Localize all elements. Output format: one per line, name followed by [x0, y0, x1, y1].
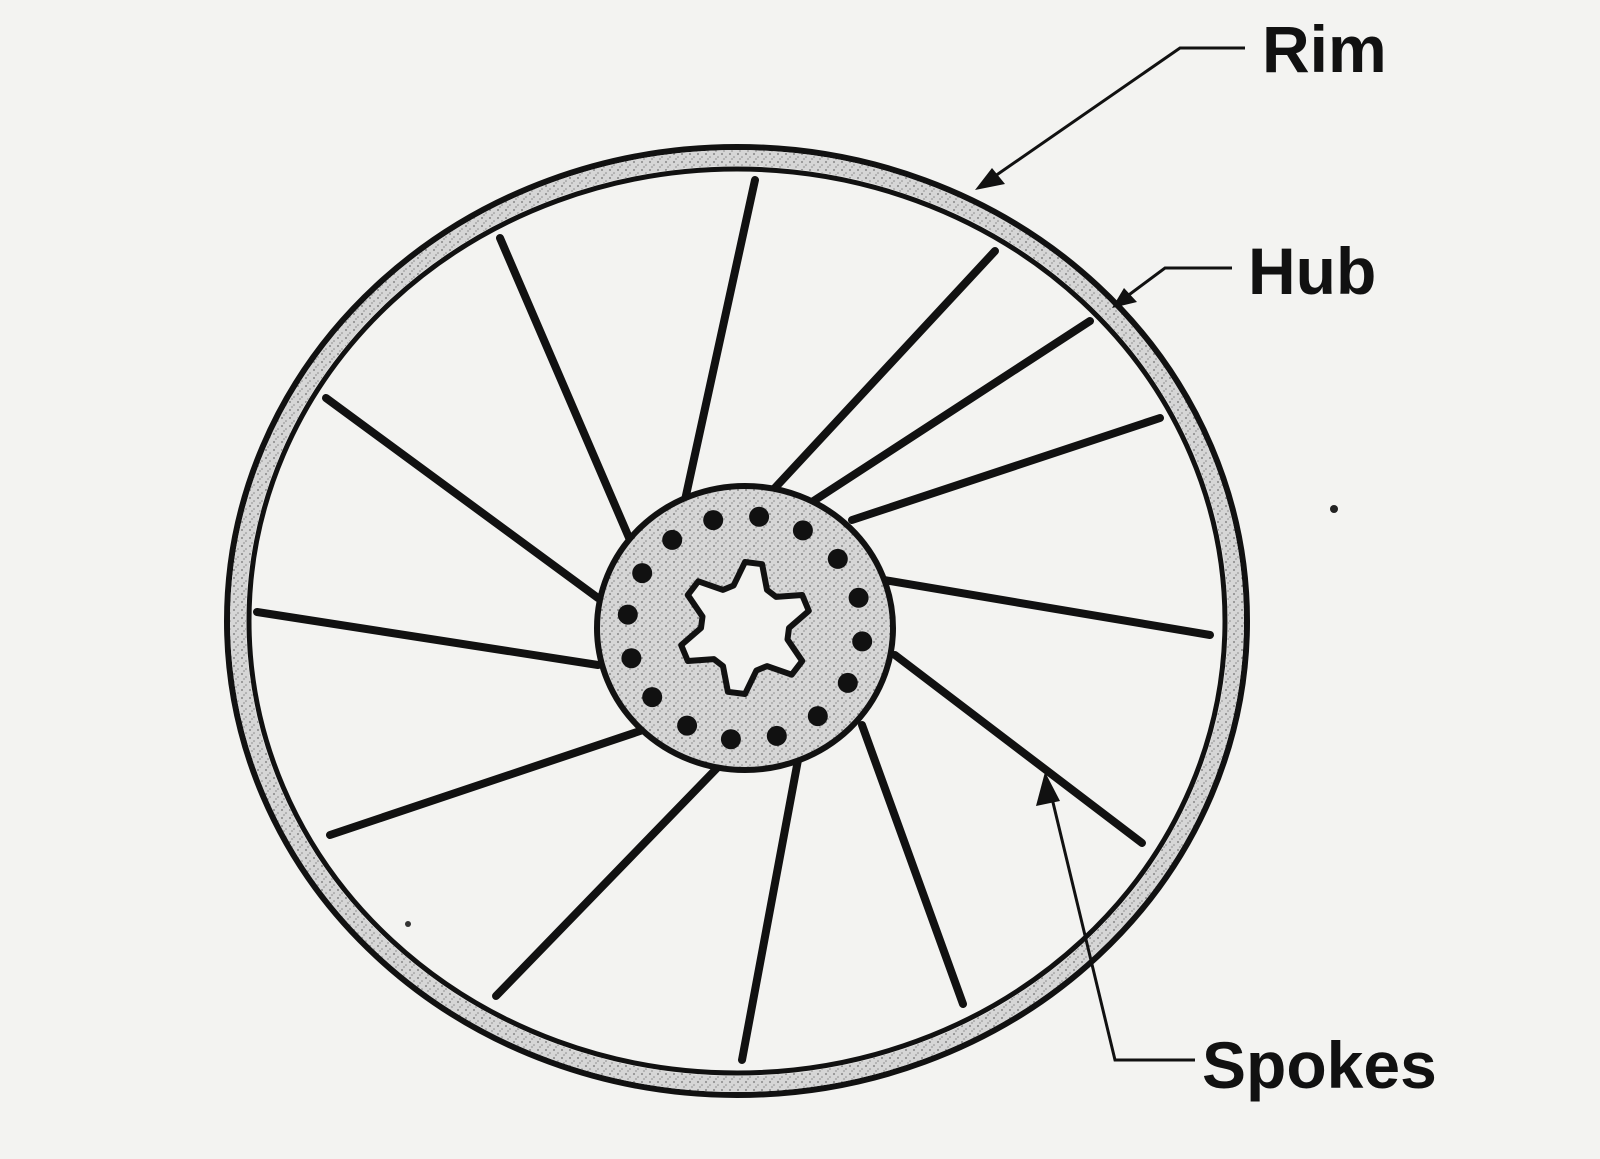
hub-hole — [617, 604, 638, 625]
rim-leader-line — [984, 46, 1245, 185]
scan-speck — [1330, 505, 1338, 513]
spoke — [326, 726, 647, 839]
rim-outer-edge — [224, 144, 1250, 1098]
spokes — [253, 176, 1214, 1064]
spoke — [880, 576, 1214, 639]
hub-hole — [703, 510, 724, 531]
spokes-label: Spokes — [1202, 1028, 1437, 1102]
hub-leader-arrowhead — [1112, 288, 1137, 308]
hub-hole — [720, 729, 741, 750]
hub-hole — [749, 506, 770, 527]
rim-label: Rim — [1262, 12, 1387, 86]
hub-hole — [852, 631, 873, 652]
rim-inner-edge — [246, 166, 1228, 1076]
hub-hole — [827, 548, 848, 569]
spoke — [738, 756, 802, 1064]
scan-speck — [405, 921, 411, 927]
hub-hole — [642, 687, 663, 708]
hub-hole — [792, 520, 813, 541]
spoke — [253, 608, 602, 669]
rim-leader-arrowhead — [975, 168, 1005, 190]
hub-hole — [837, 672, 858, 693]
hub-hole — [766, 725, 787, 746]
hub-bore — [678, 559, 812, 697]
spoke — [891, 651, 1146, 847]
spoke — [492, 761, 724, 1000]
hub — [594, 483, 896, 773]
hub-hole — [807, 706, 828, 727]
spoke — [681, 176, 759, 504]
spokes-leader-arrowhead — [1036, 772, 1060, 806]
hub-hole — [677, 715, 698, 736]
hub-hole — [621, 648, 642, 669]
spokes-leader-line — [1048, 789, 1195, 1062]
spoke — [496, 234, 634, 544]
hub-holes — [617, 506, 873, 750]
hub-hole — [662, 529, 683, 550]
hub-label: Hub — [1248, 234, 1377, 308]
spoke — [769, 247, 999, 494]
hub-hole — [632, 563, 653, 584]
rim-band — [230, 150, 1244, 1092]
hub-hole — [848, 587, 869, 608]
spoke — [848, 414, 1164, 524]
spoke — [858, 721, 967, 1008]
leader-lines — [975, 46, 1245, 1062]
hub-leader-line — [1121, 266, 1232, 302]
spoke — [808, 317, 1094, 506]
spoke — [322, 394, 602, 602]
rim — [224, 144, 1250, 1098]
